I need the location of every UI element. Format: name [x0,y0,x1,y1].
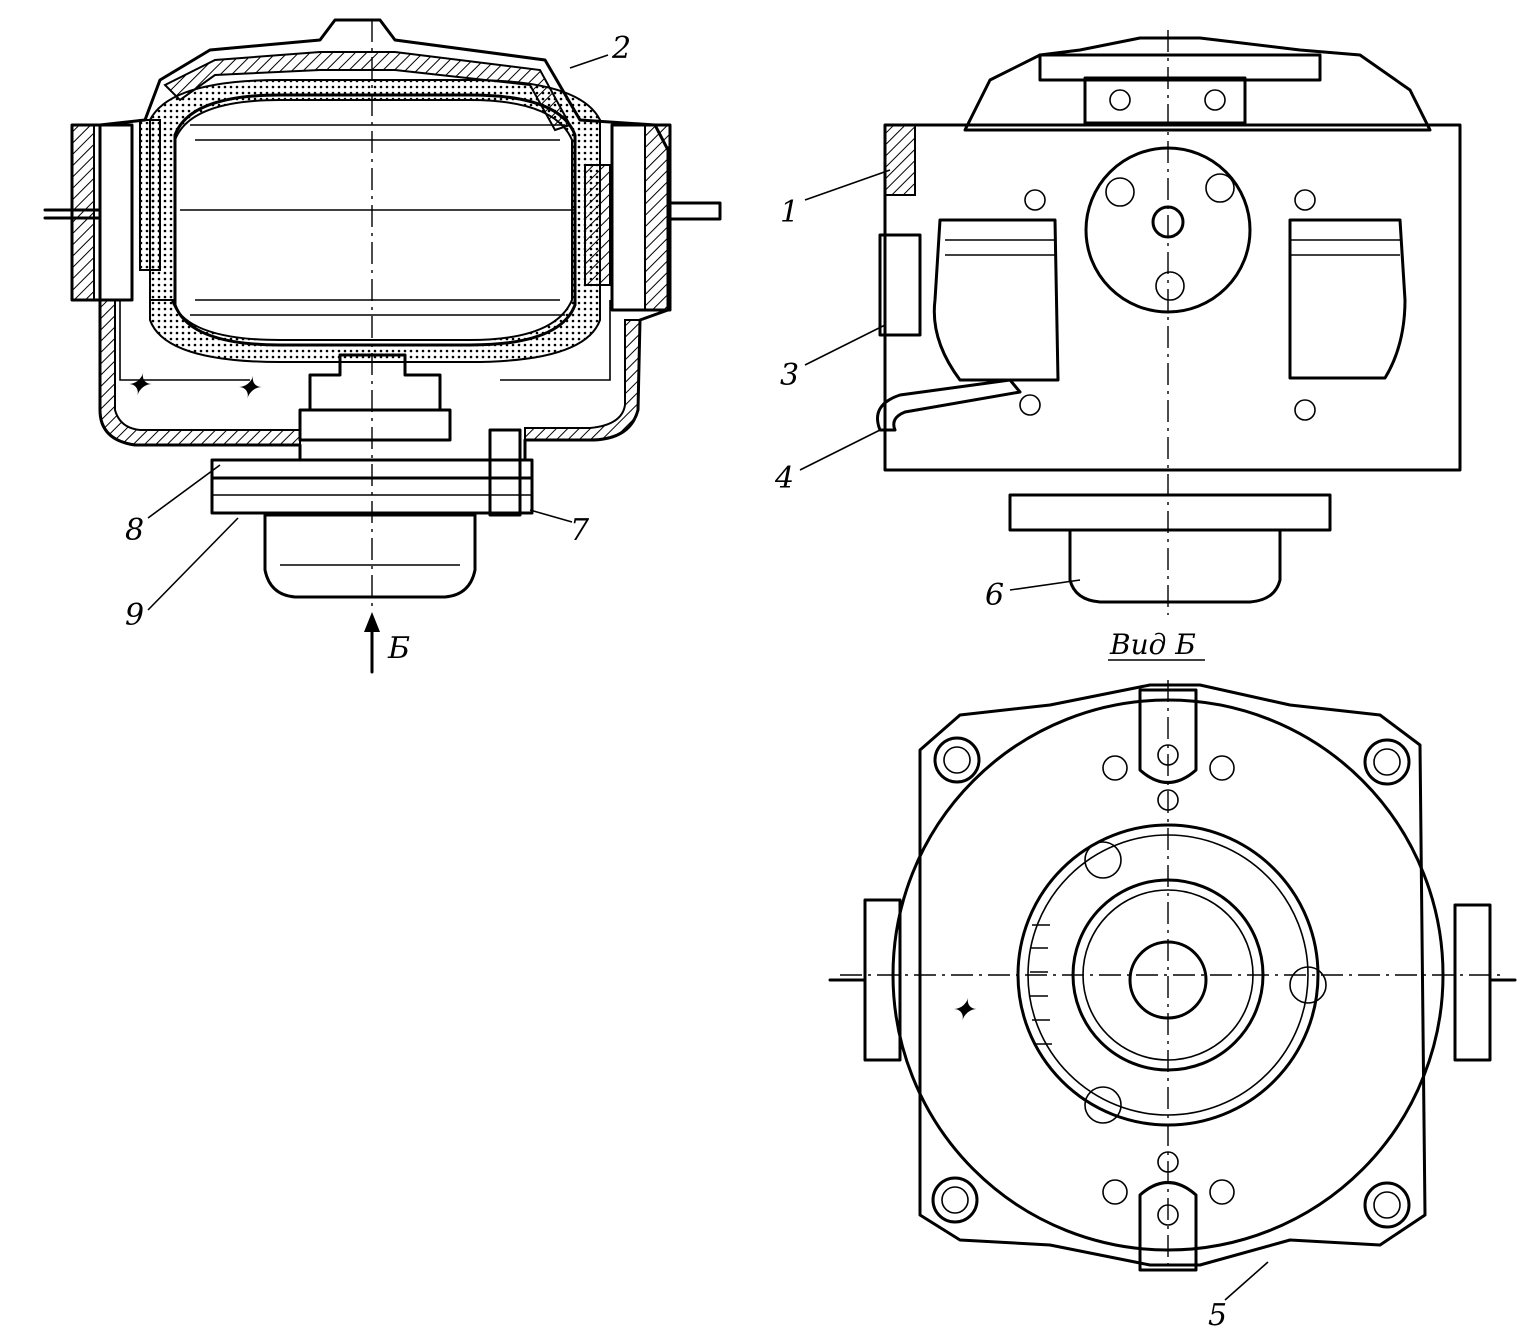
label-8: 8 [125,513,144,548]
right-shaft [666,201,722,221]
spring-right [584,164,611,286]
leader-lines [147,54,1269,1301]
screw-7 [488,428,522,517]
top-tab [1138,688,1198,784]
hub [308,353,442,412]
part-6-cap [1068,528,1282,604]
coil-left [932,218,1060,382]
label-9: 9 [125,598,144,633]
view-b-frame [918,683,1427,1267]
terminal-block [1083,76,1247,125]
label-7: 7 [570,513,590,548]
part-1-block [884,124,916,196]
left-clamp [863,898,902,1062]
label-4: 4 [774,461,794,496]
rotor-drum [173,93,577,347]
scale-marks [1030,924,1052,1045]
section-view: ✦ ✦ [43,18,722,674]
part-3-clamp [878,233,922,337]
coil-right [1288,218,1407,380]
svg-text:✦: ✦ [125,368,152,403]
arrow-letter-label: Б [387,631,410,666]
svg-text:✦: ✦ [235,371,262,406]
right-clamp [1453,903,1492,1062]
housing-right-hatch [524,319,642,441]
cap [263,513,477,599]
label-2: 2 [611,31,631,66]
label-6: 6 [985,578,1004,613]
side-body [883,123,1462,472]
side-dome [963,36,1432,132]
svg-text:✦: ✦ [950,993,977,1028]
side-disc [1008,493,1332,532]
rotor-shell-stipple [149,79,601,363]
left-flange-hatch [71,124,95,301]
view-caption: Вид Б [1109,628,1196,661]
housing-wall-hatch [163,51,572,132]
part-4-lever [876,378,1022,432]
side-view [876,30,1462,615]
view-b: ✦ [828,680,1517,1272]
bottom-tab [1138,1181,1198,1272]
right-flange-hatch [644,124,671,311]
label-1: 1 [780,195,799,230]
label-5: 5 [1208,1298,1227,1330]
spring-left [139,119,161,271]
label-3: 3 [780,358,799,393]
